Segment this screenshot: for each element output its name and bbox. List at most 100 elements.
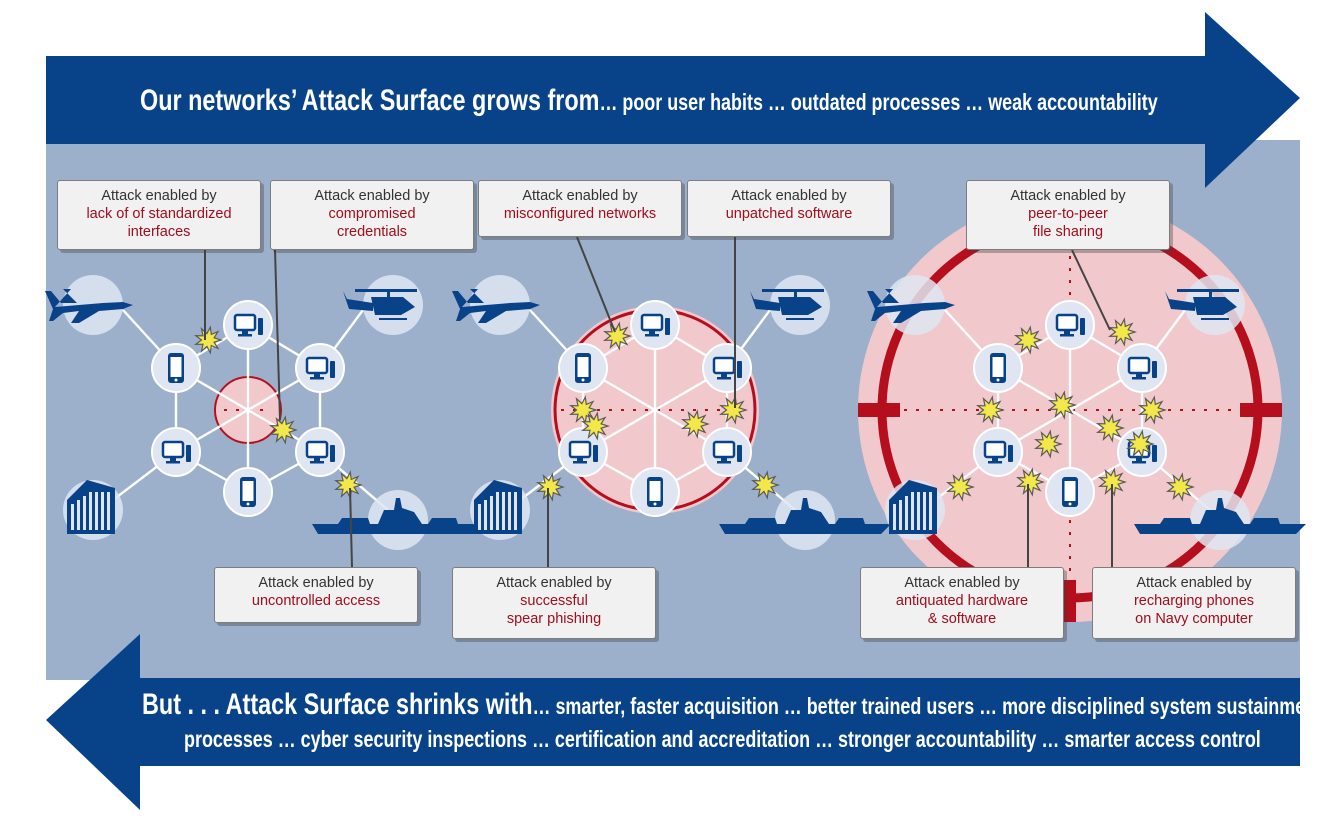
target-bar-right — [1240, 403, 1282, 417]
callout-reason: antiquated hardware — [895, 593, 1029, 609]
phone-icon — [168, 353, 184, 383]
callout-reason: compromised — [328, 206, 416, 222]
callout-misconfigured-networks: Attack enabled by misconfigured networks — [478, 180, 682, 237]
helicopter-icon — [343, 289, 417, 320]
top-banner-title: Our networks’ Attack Surface grows from…… — [140, 84, 1158, 119]
computer-icon — [640, 313, 670, 337]
attack-burst-icon — [580, 411, 610, 441]
top-arrow-banner — [46, 12, 1300, 188]
computer-icon — [305, 440, 335, 464]
computer-icon — [568, 440, 598, 464]
callout-standardized-interfaces: Attack enabled by lack of of standardize… — [57, 180, 261, 250]
attack-burst-icon — [602, 321, 632, 351]
callout-compromised-credentials: Attack enabled by compromised credential… — [270, 180, 474, 250]
callout-lead: Attack enabled by — [496, 575, 612, 591]
callout-uncontrolled-access: Attack enabled by uncontrolled access — [214, 567, 418, 623]
attack-burst-icon — [1047, 390, 1077, 420]
callout-lead: Attack enabled by — [101, 188, 217, 204]
building-icon — [889, 480, 937, 534]
computer-icon — [983, 440, 1013, 464]
attack-burst-icon — [1165, 472, 1195, 502]
bottom-banner-line-1: But . . . Attack Surface shrinks with… s… — [142, 688, 1322, 723]
callout-lead: Attack enabled by — [904, 575, 1020, 591]
callout-unpatched-software: Attack enabled by unpatched software — [687, 180, 891, 237]
computer-icon — [305, 356, 335, 380]
callout-reason: spear phishing — [506, 611, 602, 627]
phone-icon — [647, 477, 663, 507]
attack-burst-icon — [535, 472, 565, 502]
callout-lead: Attack enabled by — [731, 188, 847, 204]
attack-burst-icon — [333, 470, 363, 500]
callout-lead: Attack enabled by — [1010, 188, 1126, 204]
network-cluster-2 — [452, 275, 891, 550]
callout-lead: Attack enabled by — [522, 188, 638, 204]
bottom-banner-rest: … smarter, faster acquisition … better t… — [532, 693, 1323, 719]
callout-reason: successful — [520, 593, 588, 609]
phone-icon — [990, 353, 1006, 383]
callout-reason: uncontrolled access — [251, 593, 381, 609]
computer-icon — [1127, 356, 1157, 380]
target-bar-left — [858, 403, 900, 417]
callout-reason: interfaces — [127, 224, 191, 240]
callout-reason: file sharing — [1032, 224, 1104, 240]
callout-leader-line — [1071, 249, 1111, 331]
attack-burst-icon — [1107, 317, 1137, 347]
warship-icon — [1134, 498, 1306, 534]
warship-icon — [312, 498, 484, 534]
attack-burst-icon — [193, 325, 223, 355]
attack-burst-icon — [750, 470, 780, 500]
callout-reason: unpatched software — [725, 206, 853, 222]
computer-icon — [712, 356, 742, 380]
attack-burst-icon — [268, 415, 298, 445]
callout-spear-phishing: Attack enabled by successful spear phish… — [452, 567, 656, 639]
warship-icon — [719, 498, 891, 534]
attack-burst-icon — [1137, 395, 1167, 425]
phone-icon — [575, 353, 591, 383]
target-bar-bottom — [1064, 580, 1076, 622]
attack-burst-icon — [718, 395, 748, 425]
fighter-jet-icon — [452, 289, 540, 323]
attack-burst-icon — [1125, 429, 1155, 459]
attack-burst-icon — [945, 472, 975, 502]
callout-reason: peer-to-peer — [1028, 206, 1108, 222]
attack-burst-icon — [1013, 325, 1043, 355]
callout-reason: misconfigured networks — [503, 206, 657, 222]
network-cluster-1 — [45, 275, 484, 550]
attack-burst-icon — [1095, 413, 1125, 443]
bottom-banner-line-2-text: processes … cyber security inspections …… — [184, 726, 1261, 752]
top-banner-rest: … poor user habits … outdated processes … — [599, 89, 1158, 115]
callout-leader-line — [576, 236, 616, 333]
bottom-banner-line-2: processes … cyber security inspections …… — [184, 724, 1261, 754]
computer-icon — [1055, 313, 1085, 337]
bottom-arrow-banner — [46, 634, 1300, 810]
callout-antiquated-hardware: Attack enabled by antiquated hardware & … — [860, 567, 1064, 639]
phone-icon — [240, 477, 256, 507]
attack-burst-icon — [975, 395, 1005, 425]
attack-burst-icon — [1015, 467, 1045, 497]
computer-icon — [712, 440, 742, 464]
callout-recharging-phones: Attack enabled by recharging phones on N… — [1092, 567, 1296, 639]
attack-burst-icon — [1033, 429, 1063, 459]
callout-lead: Attack enabled by — [1136, 575, 1252, 591]
phone-icon — [1062, 477, 1078, 507]
fighter-jet-icon — [45, 289, 133, 323]
callout-peer-to-peer: Attack enabled by peer-to-peer file shar… — [966, 180, 1170, 250]
computer-icon — [233, 313, 263, 337]
computer-icon — [161, 440, 191, 464]
callout-reason: credentials — [336, 224, 408, 240]
callout-reason: recharging phones — [1133, 593, 1255, 609]
fighter-jet-icon — [867, 289, 955, 323]
callout-lead: Attack enabled by — [258, 575, 374, 591]
building-icon — [67, 480, 115, 534]
helicopter-icon — [1165, 289, 1239, 320]
bottom-banner-lead: But . . . Attack Surface shrinks with — [142, 688, 533, 721]
callout-reason: & software — [927, 611, 997, 627]
callout-leader-line — [274, 249, 281, 421]
building-icon — [474, 480, 522, 534]
attack-burst-icon — [680, 409, 710, 439]
attack-burst-icon — [1097, 467, 1127, 497]
callout-reason: lack of of standardized — [86, 206, 232, 222]
callout-reason: on Navy computer — [1135, 611, 1253, 627]
callout-leader-line — [349, 487, 353, 568]
